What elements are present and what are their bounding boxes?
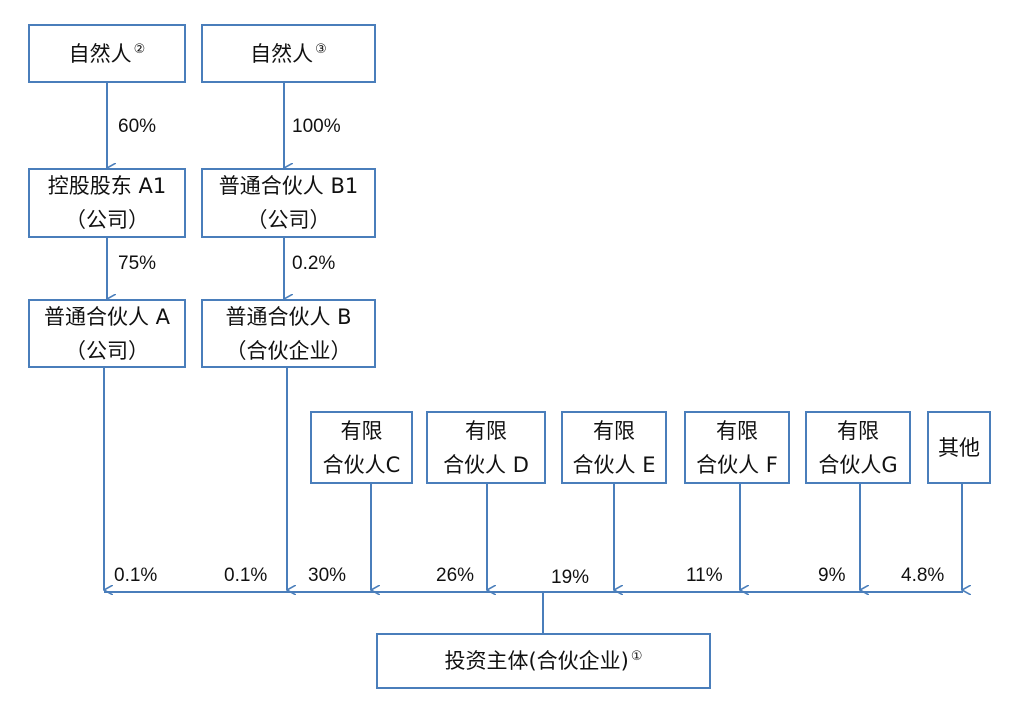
gpb-name: 普通合伙人 B (225, 304, 352, 329)
lpf-line-2: 合伙人 F (696, 452, 778, 477)
lpe-line-2: 合伙人 E (572, 452, 656, 477)
pct-lpc-main: 30% (308, 565, 347, 586)
lpd-line-1: 有限 (465, 418, 507, 443)
limited-partner-d-box: 有限 合伙人 D (426, 411, 546, 484)
lpc-line-1: 有限 (340, 418, 383, 443)
general-partner-a-box: 普通合伙人 A （公司） (28, 299, 186, 368)
a1-name: 控股股东 A1 (47, 174, 167, 198)
pct-gpb-main: 0.1% (224, 565, 268, 586)
note-1-marker: ① (630, 649, 643, 664)
lpf-line-1: 有限 (716, 418, 758, 443)
others-box: 其他 (927, 411, 991, 484)
controlling-shareholder-a1-box: 控股股东 A1 （公司） (28, 168, 186, 238)
limited-partner-e-box: 有限 合伙人 E (561, 411, 667, 484)
pct-np3-b1: 100% (292, 116, 341, 137)
pct-gpa-main: 0.1% (114, 565, 158, 586)
a1-type: （公司） (65, 208, 149, 232)
pct-lpd-main: 26% (436, 565, 475, 586)
note-3-marker: ③ (315, 41, 327, 57)
lpg-line-1: 有限 (837, 418, 879, 443)
pct-a1-gpa: 75% (118, 253, 157, 274)
gpa-type: （公司） (65, 338, 149, 363)
limited-partner-f-box: 有限 合伙人 F (684, 411, 790, 484)
pct-lpf-main: 11% (686, 565, 723, 586)
investment-entity-box: 投资主体(合伙企业)① (376, 633, 711, 689)
note-2-marker: ② (133, 41, 146, 57)
pct-lpg-main: 9% (818, 565, 846, 586)
lpd-line-2: 合伙人 D (443, 452, 529, 477)
lpe-line-1: 有限 (593, 418, 635, 443)
pct-np2-a1: 60% (118, 116, 157, 137)
general-partner-b-box: 普通合伙人 B （合伙企业） (201, 299, 376, 368)
limited-partner-g-box: 有限 合伙人G (805, 411, 911, 484)
general-partner-b1-box: 普通合伙人 B1 （公司） (201, 168, 376, 238)
b1-name: 普通合伙人 B1 (218, 174, 359, 198)
investment-entity-label: 投资主体(合伙企业) (444, 649, 629, 673)
pct-other-main: 4.8% (901, 565, 945, 586)
pct-lpe-main: 19% (551, 567, 590, 588)
gpb-type: （合伙企业） (225, 338, 352, 363)
b1-type: （公司） (246, 208, 331, 232)
pct-b1-gpb: 0.2% (292, 253, 336, 274)
gpa-name: 普通合伙人 A (43, 304, 171, 329)
lpc-line-2: 合伙人C (322, 452, 401, 477)
lpg-line-2: 合伙人G (818, 452, 898, 477)
natural-person-3-label: 自然人 (250, 41, 314, 66)
natural-person-2-label: 自然人 (68, 41, 132, 66)
others-label: 其他 (938, 435, 980, 460)
limited-partner-c-box: 有限 合伙人C (310, 411, 413, 484)
